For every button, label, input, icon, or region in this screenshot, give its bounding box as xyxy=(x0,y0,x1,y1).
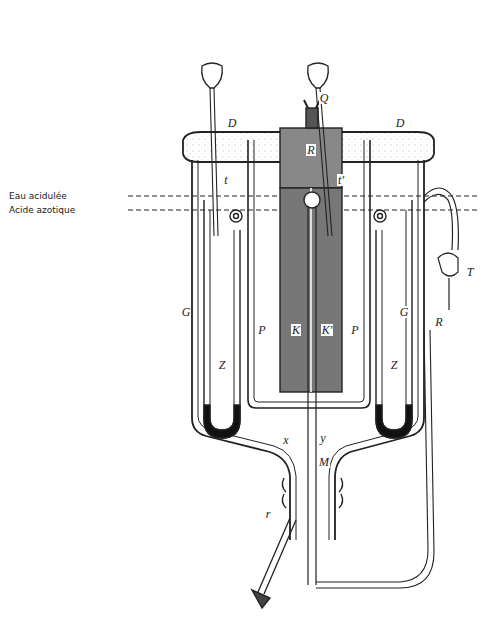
part-letter: x xyxy=(282,434,289,446)
part-letter: t' xyxy=(337,174,345,186)
part-letter: R xyxy=(434,316,443,328)
part-letter: y xyxy=(319,432,326,444)
part-letter: t xyxy=(223,174,228,186)
part-letter: P xyxy=(350,324,359,336)
part-letter: D xyxy=(227,117,238,129)
part-letter: Q xyxy=(319,92,330,104)
part-letter: D xyxy=(395,117,406,129)
part-letter: Z xyxy=(218,359,227,371)
part-letter: R xyxy=(306,144,315,156)
part-letter: G xyxy=(399,306,410,318)
level-label: Acide azotique xyxy=(8,206,76,215)
part-letter: G xyxy=(181,306,192,318)
part-letter: K xyxy=(291,324,301,336)
part-letter: r xyxy=(265,508,272,520)
part-letter: T xyxy=(466,266,475,278)
part-letter: M xyxy=(318,456,330,468)
part-letter: K' xyxy=(321,324,334,336)
part-letter: Z xyxy=(390,359,399,371)
level-label: Eau acidulée xyxy=(8,192,68,201)
part-letter: P xyxy=(257,324,266,336)
